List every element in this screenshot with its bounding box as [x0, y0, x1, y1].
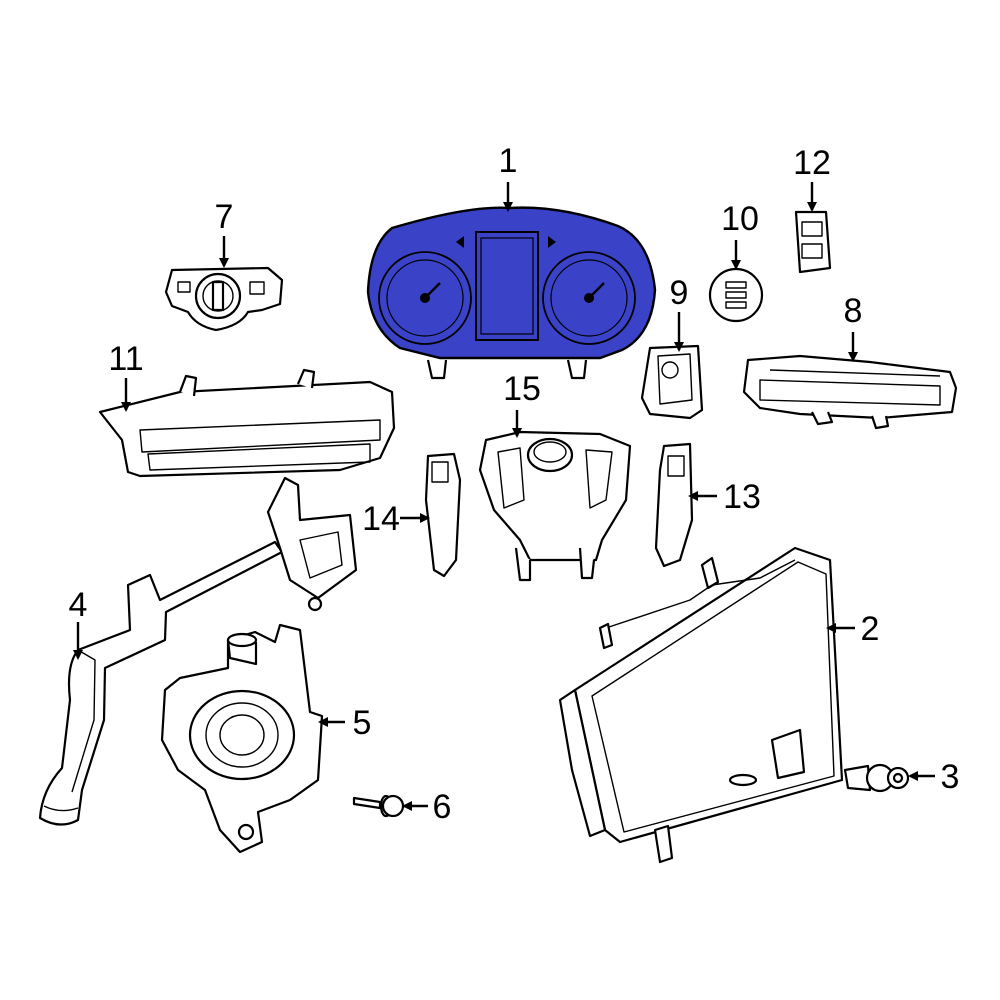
callout-15: 15 — [503, 370, 541, 408]
turn-left-icon — [456, 236, 464, 248]
cluster-mount-tab-right — [566, 359, 588, 380]
callout-7: 7 — [215, 198, 234, 236]
part-12-small-switch[interactable] — [794, 210, 832, 274]
part-13-side-switch-right[interactable] — [654, 442, 694, 568]
part-14-side-switch-left[interactable] — [424, 452, 462, 578]
callout-1: 1 — [499, 142, 518, 180]
turn-right-icon — [548, 236, 556, 248]
callout-2: 2 — [861, 610, 880, 648]
part-8-climate-panel[interactable] — [742, 354, 958, 430]
callout-6: 6 — [433, 788, 452, 826]
part-15-console-controller[interactable] — [478, 430, 632, 582]
callout-11: 11 — [108, 340, 143, 378]
callout-4: 4 — [69, 586, 88, 624]
callout-8: 8 — [844, 292, 863, 330]
part-2-display-screen[interactable] — [558, 546, 844, 864]
part-10-round-button[interactable] — [708, 267, 764, 323]
part-5-steering-module[interactable] — [160, 623, 324, 854]
callout-5: 5 — [353, 704, 372, 742]
callout-10: 10 — [721, 200, 759, 238]
part-11-switch-bezel[interactable] — [98, 368, 396, 478]
cluster-display — [475, 231, 539, 341]
callout-labels: 1 2 3 4 5 6 7 8 9 10 11 12 13 14 15 — [69, 142, 960, 826]
part-1-instrument-cluster[interactable] — [366, 206, 657, 380]
callout-14: 14 — [362, 500, 400, 538]
callout-12: 12 — [793, 144, 831, 182]
part-3-clip[interactable] — [843, 763, 910, 793]
callout-3: 3 — [941, 758, 960, 796]
callout-9: 9 — [670, 274, 689, 312]
cluster-mount-tab-left — [426, 359, 448, 380]
part-4-air-duct[interactable] — [38, 476, 358, 826]
part-6-bolt[interactable] — [352, 794, 405, 818]
part-7-headlamp-switch[interactable] — [164, 266, 284, 332]
callout-arrows — [73, 182, 935, 811]
callout-13: 13 — [723, 478, 761, 516]
part-9-switch-module[interactable] — [640, 344, 704, 420]
